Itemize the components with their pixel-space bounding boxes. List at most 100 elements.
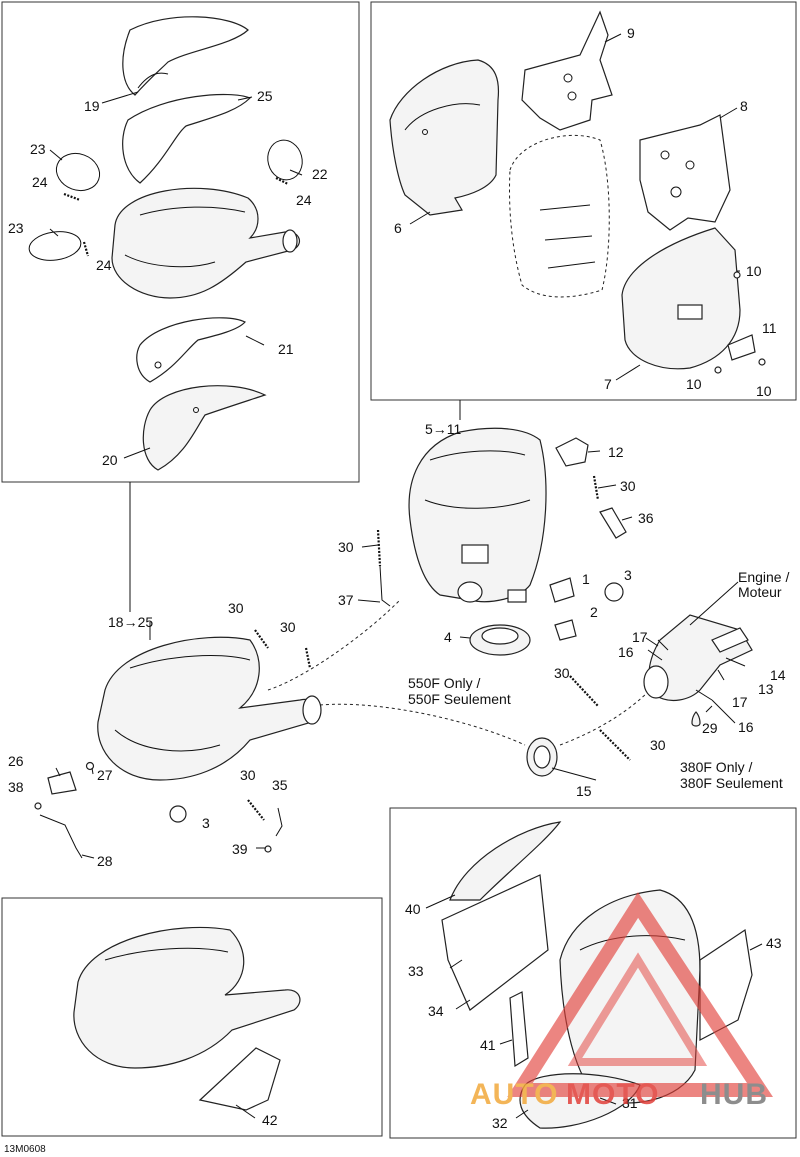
callout-24-bottom: 24 <box>96 257 112 273</box>
frame-top-right <box>370 1 797 401</box>
stud-16-b <box>695 689 713 701</box>
callout-42: 42 <box>262 1112 278 1128</box>
spring-30-coupler-a <box>569 675 599 707</box>
engine-label-line2: Moteur <box>738 584 782 600</box>
bracket-12 <box>555 437 589 467</box>
nut-10-a <box>733 271 741 279</box>
frame-top-left <box>1 1 360 483</box>
spring-30-muffler-right <box>592 475 600 501</box>
callout-40: 40 <box>405 901 421 917</box>
callout-4: 4 <box>444 629 452 645</box>
only-550-label-line2: 550F Seulement <box>408 691 511 707</box>
callout-37: 37 <box>338 592 354 608</box>
muffler-body-frame <box>509 134 610 298</box>
gasket-8 <box>639 114 731 231</box>
spring-37 <box>379 565 391 607</box>
callout-43: 43 <box>766 935 782 951</box>
callout-26: 26 <box>8 753 24 769</box>
callout-24-top-left: 24 <box>32 174 48 190</box>
callout-17-top: 17 <box>632 629 648 645</box>
spring-30-pipe-a <box>254 629 269 649</box>
hook-36 <box>599 507 627 539</box>
callout-30-muffler-left: 30 <box>338 539 354 555</box>
bracket-41 <box>509 991 529 1068</box>
only-380-label-line2: 380F Seulement <box>680 775 783 791</box>
watermark-triangle-inner <box>567 952 708 1066</box>
leader-lines <box>49 33 763 1119</box>
callout-7: 7 <box>604 376 612 392</box>
callout-34: 34 <box>428 1003 444 1019</box>
clamp-23-top <box>55 152 101 192</box>
stud-16-a <box>647 649 663 661</box>
callout-41: 41 <box>480 1037 496 1053</box>
callout-5-11: 5→11 <box>425 421 462 437</box>
callout-18-25: 18→25 <box>108 614 153 630</box>
only-550-label-line1: 550F Only / <box>408 675 480 691</box>
spring-30-coupler-b <box>599 729 631 761</box>
callout-13: 13 <box>758 681 774 697</box>
callout-11: 11 <box>762 320 777 336</box>
grommet-1 <box>549 577 575 603</box>
callout-36: 36 <box>638 510 654 526</box>
callout-14: 14 <box>770 667 786 683</box>
oil-29 <box>691 711 701 727</box>
callout-15: 15 <box>576 783 592 799</box>
callout-23-top: 23 <box>30 141 46 157</box>
tuned-pipe-top-left <box>111 187 301 299</box>
bumper-3-lower <box>169 805 187 823</box>
nut-10-b <box>714 366 722 374</box>
figure-code: 13M0608 <box>4 1144 46 1155</box>
clip-39 <box>264 845 272 853</box>
watermark-triangle-outer <box>507 892 774 1097</box>
callout-10-c: 10 <box>756 383 772 399</box>
bumper-3 <box>604 582 624 602</box>
callout-30-muffler-right: 30 <box>620 478 636 494</box>
nut-38 <box>34 802 42 810</box>
spring-35 <box>275 807 283 837</box>
heat-shield-25 <box>122 93 252 184</box>
callout-6: 6 <box>394 220 402 236</box>
callout-9: 9 <box>627 25 635 41</box>
bracket-28 <box>39 814 83 859</box>
heat-shield-20 <box>142 385 267 471</box>
clamp-22 <box>267 139 303 181</box>
callout-17-bottom: 17 <box>732 694 748 710</box>
spring-24-c <box>82 241 90 257</box>
callout-19: 19 <box>84 98 100 114</box>
coupler-15 <box>526 737 558 777</box>
callout-21: 21 <box>278 341 294 357</box>
heat-shield-40 <box>449 821 562 901</box>
callout-32: 32 <box>492 1115 508 1131</box>
callout-30-pipe-c: 30 <box>240 767 256 783</box>
seal-4 <box>469 624 531 656</box>
nut-10-c <box>758 358 766 366</box>
callout-27: 27 <box>97 767 113 783</box>
heat-shield-21 <box>136 317 246 383</box>
callout-29: 29 <box>702 720 718 736</box>
engine-label-line1: Engine / <box>738 569 789 585</box>
callout-8: 8 <box>740 98 748 114</box>
callout-3-lower: 3 <box>202 815 210 831</box>
callout-16-top: 16 <box>618 644 634 660</box>
gasket-14 <box>711 627 749 653</box>
automotohub-watermark: AUTO MOTO HUB <box>470 892 774 1111</box>
callout-10-a: 10 <box>746 263 762 279</box>
callout-3: 3 <box>624 567 632 583</box>
callout-24-top-right: 24 <box>296 192 312 208</box>
spring-30-pipe-c <box>247 799 265 821</box>
callout-23-bottom: 23 <box>8 220 24 236</box>
callout-20: 20 <box>102 452 118 468</box>
callout-30-coupler-a: 30 <box>554 665 570 681</box>
watermark-text-auto: AUTO <box>470 1078 558 1111</box>
routing-line-c <box>559 689 651 746</box>
callout-12: 12 <box>608 444 624 460</box>
callout-38: 38 <box>8 779 24 795</box>
callout-30-pipe-a: 30 <box>228 600 244 616</box>
callout-31: 31 <box>622 1095 638 1111</box>
callout-39: 39 <box>232 841 248 857</box>
tuned-pipe-with-shield <box>73 926 301 1111</box>
heat-shield-33-34 <box>441 874 549 1011</box>
plate-11 <box>727 334 756 361</box>
heat-shield-19 <box>122 16 249 96</box>
